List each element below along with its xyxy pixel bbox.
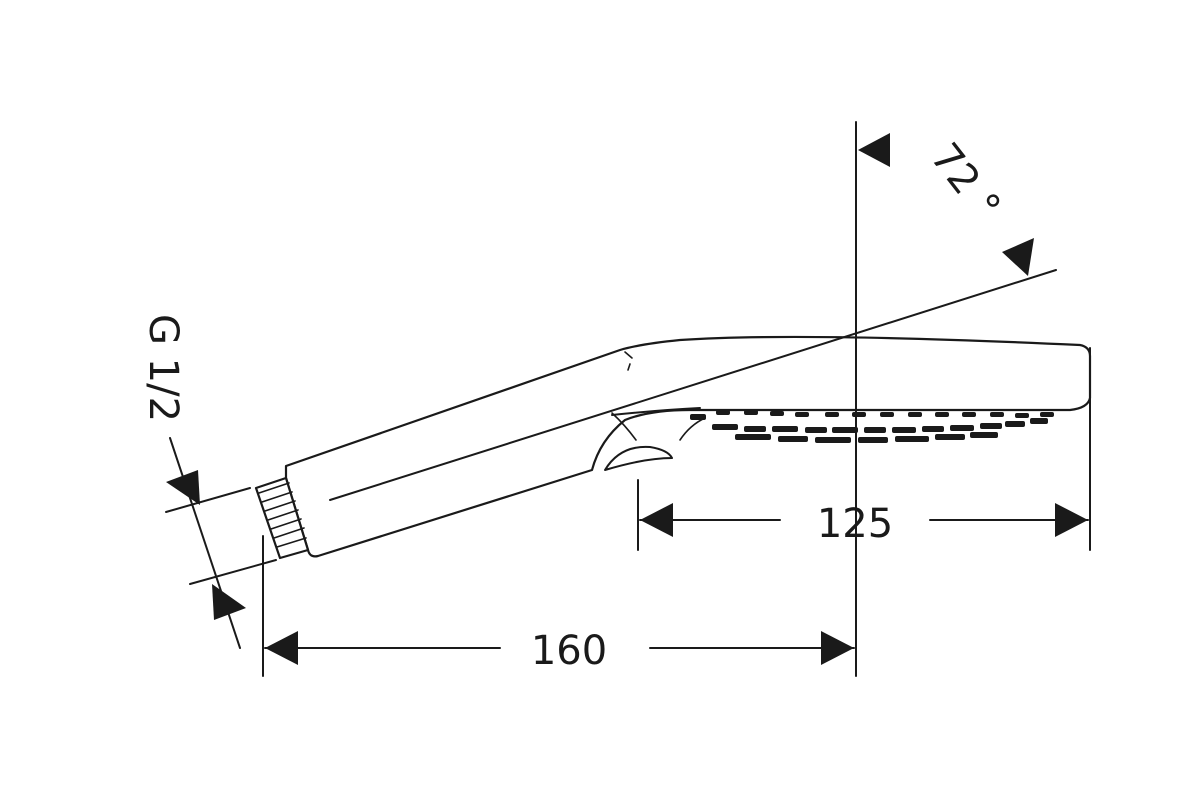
thread-connector-outline [254, 476, 310, 560]
angle-arrowhead-top [858, 133, 890, 167]
arrowhead-left [640, 503, 673, 537]
thread-extension-line-top [165, 487, 251, 513]
arrowhead-right [821, 631, 854, 665]
dimension-label-thread: G 1/2 [140, 314, 186, 422]
dimension-160: 160 [264, 628, 855, 674]
thread-extension-line-bottom [189, 559, 277, 585]
hand-shower-outline [284, 335, 1092, 558]
slot-inner-line [679, 417, 706, 441]
dimension-angle: 72 ° [858, 133, 1034, 276]
top-notch-mark [624, 351, 633, 371]
handle-axis-line [329, 269, 1057, 501]
thread-arrowhead-top [166, 470, 200, 505]
arrowhead-right [1055, 503, 1088, 537]
thread-connector [254, 476, 310, 560]
dimension-label-125: 125 [817, 501, 893, 547]
spray-nozzles [690, 410, 1054, 443]
thread-dimension-line [169, 437, 241, 649]
angle-arrowhead-bottom [1002, 238, 1034, 276]
dimension-thread: G 1/2 [140, 314, 246, 649]
thread-arrowhead-bottom [212, 584, 246, 620]
button-slot [604, 445, 673, 471]
arrowhead-left [265, 631, 298, 665]
dimension-label-160: 160 [531, 628, 607, 674]
dimension-125: 125 [639, 501, 1089, 547]
reference-lines [165, 121, 1091, 677]
dimension-label-angle: 72 ° [921, 135, 1009, 229]
cover-edge [611, 407, 701, 416]
